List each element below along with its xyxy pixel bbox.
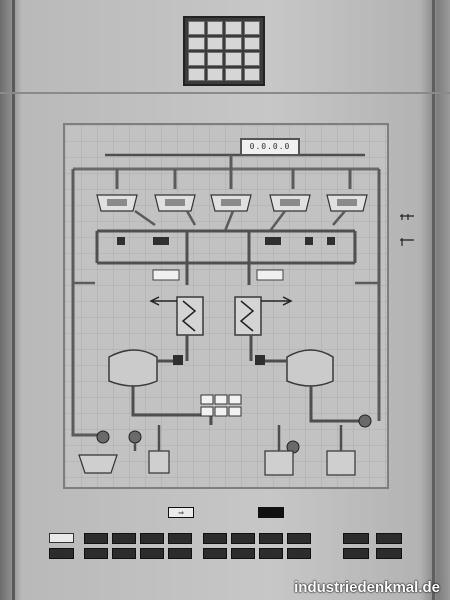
alarm-indicator: [206, 52, 223, 66]
alarm-indicator: [225, 67, 242, 81]
side-markings: [398, 210, 418, 260]
alarm-indicator: [206, 21, 223, 35]
control-button[interactable]: [343, 548, 369, 559]
control-button[interactable]: [84, 533, 108, 544]
tank-left: [108, 349, 158, 387]
control-button[interactable]: [168, 533, 192, 544]
control-button[interactable]: [112, 533, 136, 544]
alarm-indicator: [225, 52, 242, 66]
panel-label-left: [49, 533, 74, 543]
control-button[interactable]: [203, 533, 227, 544]
watermark: industriedenkmal.de: [294, 579, 440, 596]
control-button[interactable]: [287, 548, 311, 559]
control-button[interactable]: [259, 533, 283, 544]
flow-readout-display: 0.0.0.0: [240, 138, 300, 156]
control-button[interactable]: [231, 548, 255, 559]
alarm-indicator: [188, 67, 205, 81]
control-button[interactable]: [84, 548, 108, 559]
control-button[interactable]: [112, 548, 136, 559]
product-bin-1: [264, 450, 294, 476]
bottom-control-strip: ⇒: [0, 500, 450, 600]
alarm-indicator: [188, 36, 205, 50]
control-button[interactable]: [376, 533, 402, 544]
mode-indicator: ⇒: [168, 507, 194, 518]
alarm-indicator: [243, 52, 260, 66]
control-button[interactable]: [168, 548, 192, 559]
door-seam-left: [12, 0, 15, 600]
control-button[interactable]: [140, 548, 164, 559]
alarm-indicator: [206, 67, 223, 81]
process-flow-diagram: [65, 125, 387, 487]
mimic-diagram-panel: [63, 123, 389, 489]
control-button[interactable]: [231, 533, 255, 544]
alarm-indicator: [188, 21, 205, 35]
status-lamp: [258, 507, 284, 518]
reset-button[interactable]: [49, 548, 74, 559]
control-button[interactable]: [287, 533, 311, 544]
alarm-indicator: [243, 67, 260, 81]
alarm-indicator: [206, 36, 223, 50]
control-button[interactable]: [259, 548, 283, 559]
sample-container: [148, 450, 170, 474]
panel-seam: [0, 92, 450, 94]
alarm-annunciator: [183, 16, 265, 86]
alarm-indicator: [188, 52, 205, 66]
alarm-indicator: [225, 21, 242, 35]
collection-vessel-left: [78, 454, 118, 474]
alarm-indicator: [243, 36, 260, 50]
door-seam-right: [432, 0, 435, 600]
control-button[interactable]: [376, 548, 402, 559]
alarm-indicator: [225, 36, 242, 50]
control-button[interactable]: [343, 533, 369, 544]
control-button[interactable]: [140, 533, 164, 544]
product-bin-2: [326, 450, 356, 476]
tank-right: [286, 349, 334, 387]
alarm-indicator: [243, 21, 260, 35]
control-button[interactable]: [203, 548, 227, 559]
